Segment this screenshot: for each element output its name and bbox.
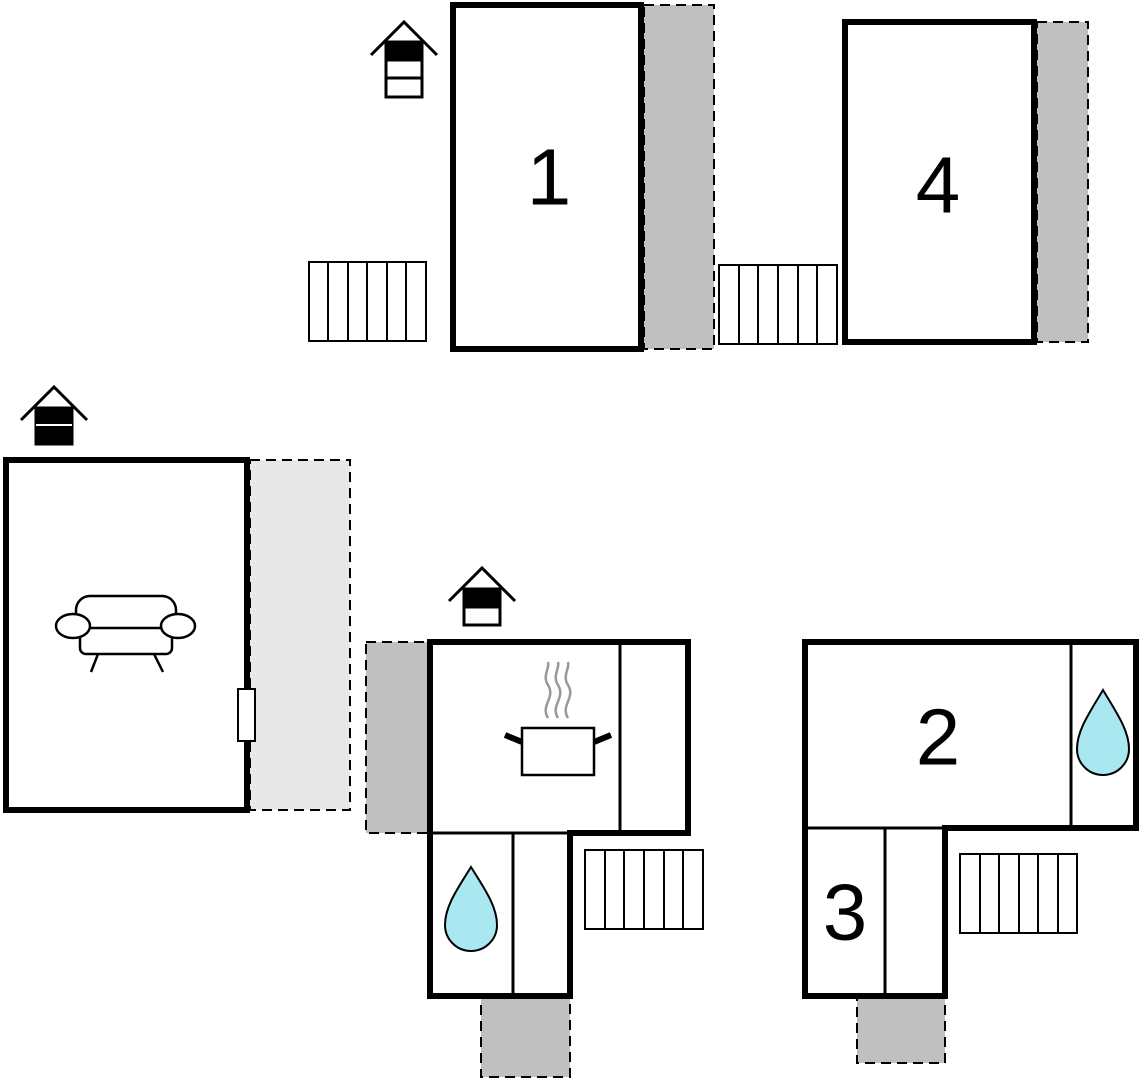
- kitchen-building: [365, 565, 704, 1078]
- stairs-icon: [959, 853, 1078, 934]
- room-3-label: 3: [823, 868, 868, 957]
- terrace-kitchen-bottom: [480, 996, 571, 1078]
- water-drop-icon: [443, 865, 499, 952]
- stairs-icon: [718, 264, 838, 345]
- upper-floor: 1 4: [308, 2, 1089, 352]
- room-4-label: 4: [916, 141, 961, 230]
- house-floor-icon: [369, 19, 439, 99]
- bedroom-building: 2 3: [802, 639, 1139, 1064]
- door: [237, 688, 256, 742]
- room-4: [842, 19, 1037, 345]
- water-drop-icon: [1075, 688, 1131, 776]
- cooking-pot-icon: [503, 661, 613, 777]
- stairs-icon: [584, 849, 704, 930]
- house-floor-icon: [19, 384, 89, 446]
- terrace-kitchen-left: [365, 641, 430, 834]
- stairs-icon: [308, 261, 427, 342]
- room-1-label: 1: [527, 133, 572, 222]
- room-2-label: 2: [916, 693, 961, 782]
- balcony-room-4: [1036, 21, 1089, 343]
- sofa-icon: [54, 594, 197, 673]
- room-1: [450, 2, 644, 352]
- terrace-bedroom-bottom: [856, 996, 946, 1064]
- terrace-living: [249, 459, 351, 811]
- living-building: [3, 384, 351, 813]
- balcony-room-1: [643, 4, 715, 350]
- house-floor-icon: [447, 565, 517, 627]
